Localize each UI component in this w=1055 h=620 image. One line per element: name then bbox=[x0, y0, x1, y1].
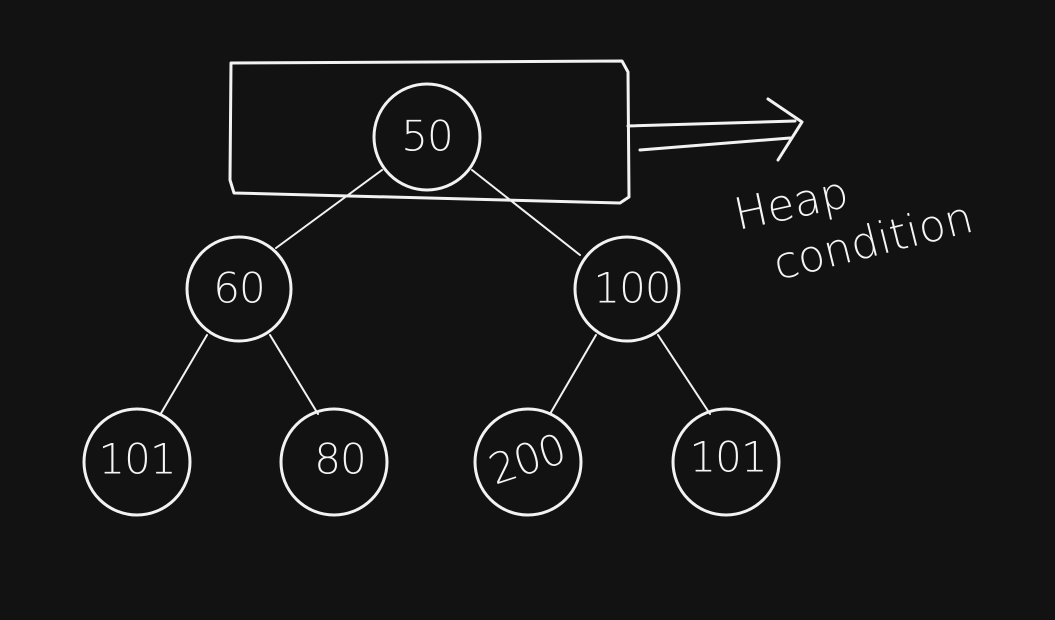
tree-node-left-right: 80 bbox=[279, 407, 389, 517]
edge-60-101 bbox=[159, 334, 208, 416]
node-value: 100 bbox=[593, 264, 670, 313]
node-circle bbox=[671, 407, 781, 517]
node-value: 80 bbox=[314, 435, 365, 484]
node-circle bbox=[473, 407, 583, 517]
edge-100-101 bbox=[657, 334, 711, 415]
node-circle bbox=[185, 235, 293, 343]
arrow-icon bbox=[626, 97, 804, 162]
node-value: 101 bbox=[689, 433, 766, 482]
root-highlight-box bbox=[228, 59, 631, 205]
tree-node-root: 50 bbox=[372, 82, 482, 192]
tree-node-left-left: 101 bbox=[82, 407, 192, 517]
node-circle bbox=[573, 235, 681, 343]
tree-node-right: 100 bbox=[573, 235, 681, 343]
tree-node-right-left: 200 bbox=[473, 407, 583, 517]
edge-60-80 bbox=[269, 334, 319, 415]
edge-50-60 bbox=[275, 169, 383, 249]
edge-50-100 bbox=[471, 169, 581, 256]
edge-100-200 bbox=[549, 334, 597, 415]
node-circle bbox=[372, 82, 482, 192]
node-circle bbox=[82, 407, 192, 517]
node-value: 101 bbox=[98, 435, 175, 484]
node-circle bbox=[279, 407, 389, 517]
node-value: 50 bbox=[401, 112, 452, 161]
node-value: 60 bbox=[213, 264, 264, 313]
heap-condition-annotation: Heap condition bbox=[730, 167, 978, 291]
node-value: 200 bbox=[483, 424, 572, 494]
tree-node-left: 60 bbox=[185, 235, 293, 343]
tree-node-right-right: 101 bbox=[671, 407, 781, 517]
